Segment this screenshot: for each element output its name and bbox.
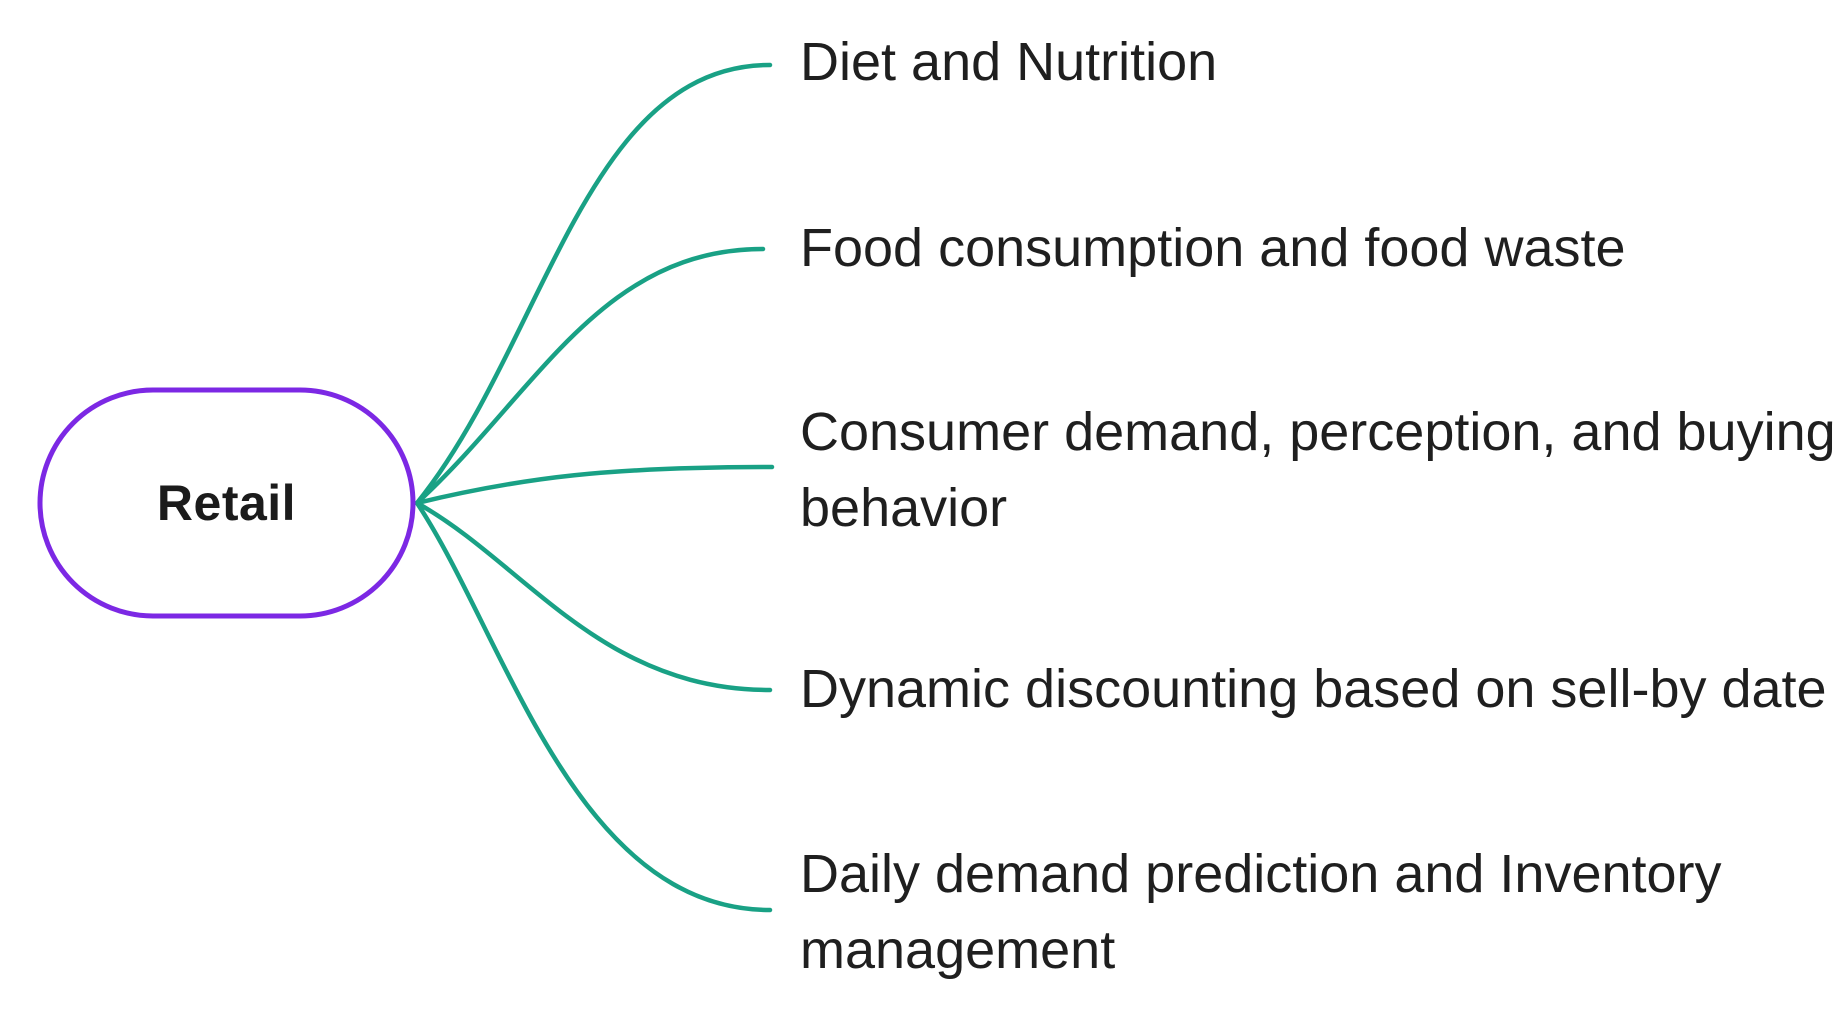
branch-curve-food-consumption <box>414 246 766 506</box>
branch-label-line: Dynamic discounting based on sell-by dat… <box>800 659 1827 719</box>
branch-label-dynamic-discounting: Dynamic discounting based on sell-by dat… <box>800 651 1827 727</box>
root-node-label: Retail <box>156 475 297 531</box>
branch-curve-diet-and-nutrition <box>414 62 773 506</box>
branch-curve-consumer-demand <box>414 464 775 506</box>
branch-label-line: Diet and Nutrition <box>800 32 1218 92</box>
branch-label-line: behavior <box>800 478 1008 538</box>
root-node-shape <box>37 387 416 619</box>
branch-label-line: management <box>800 920 1116 980</box>
branch-label-diet-and-nutrition: Diet and Nutrition <box>800 24 1217 100</box>
branch-label-line: Daily demand prediction and Inventory <box>800 844 1722 904</box>
branch-label-consumer-demand: Consumer demand, perception, and buying … <box>800 394 1836 546</box>
branch-label-line: Food consumption and food waste <box>800 218 1626 278</box>
branch-curve-dynamic-discounting <box>414 500 773 693</box>
branch-label-food-consumption: Food consumption and food waste <box>800 210 1626 286</box>
branch-curve-daily-demand <box>414 500 773 913</box>
branch-label-line: Consumer demand, perception, and buying <box>800 402 1836 462</box>
branch-label-daily-demand: Daily demand prediction and Inventory ma… <box>800 836 1722 988</box>
